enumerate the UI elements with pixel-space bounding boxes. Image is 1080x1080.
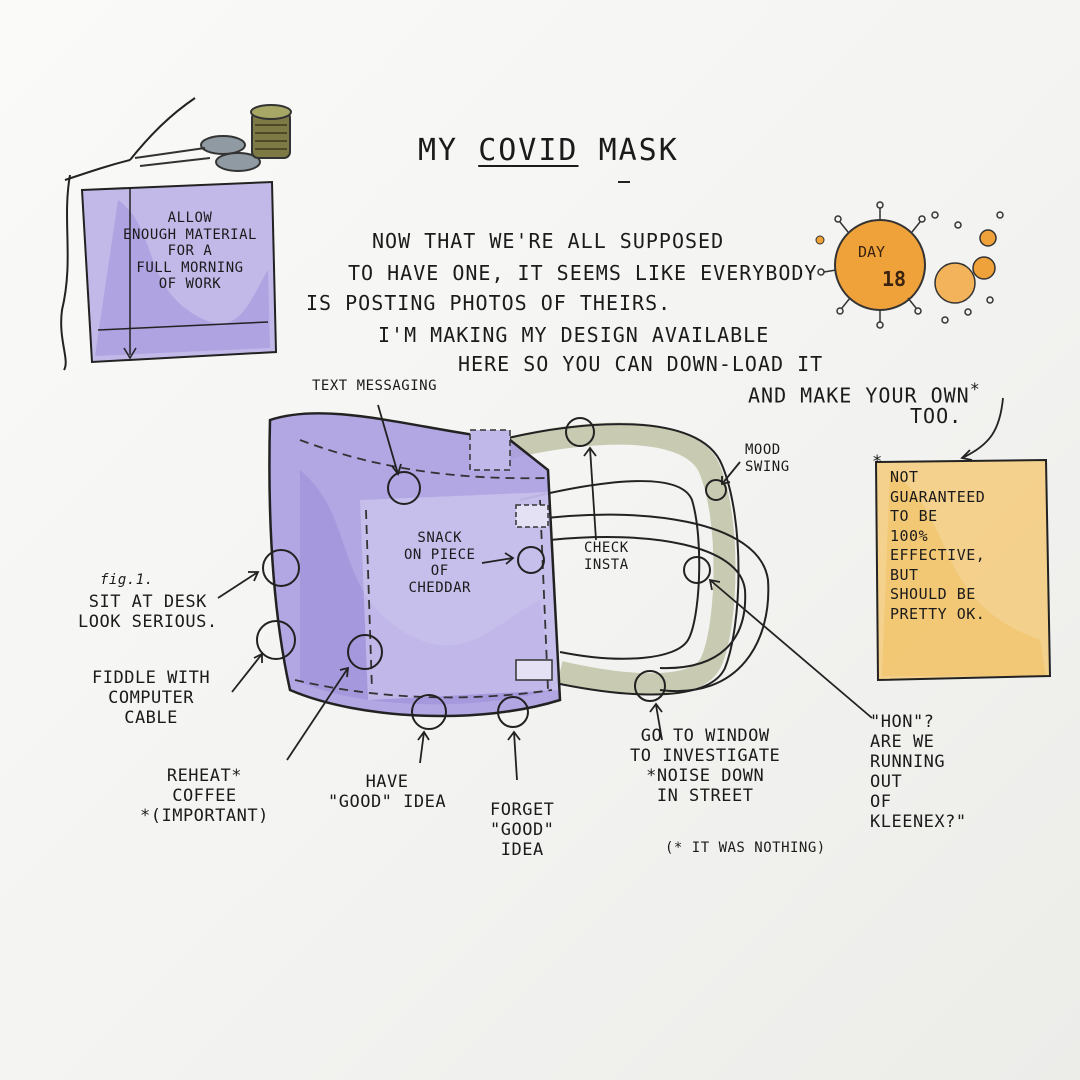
activity-circles (256, 417, 727, 730)
day-badge-number: 18 (882, 267, 907, 291)
pointer-arrows (217, 397, 1004, 781)
mask-strap-drawing (497, 422, 770, 696)
disclaimer-note-background (874, 458, 1052, 682)
disclaimer-text: NOT GUARANTEED TO BE 100% EFFECTIVE, BUT… (890, 468, 986, 623)
label-have-idea: HAVE "GOOD" IDEA (328, 772, 447, 813)
fabric-swatch-drawing (60, 159, 278, 371)
label-reheat-coffee: REHEAT* COFFEE *(IMPORTANT) (140, 766, 269, 827)
intro-line-1: NOW THAT WE'RE ALL SUPPOSED (372, 229, 725, 253)
title-word-covid: COVID (478, 133, 579, 168)
intro-line-3: IS POSTING PHOTOS OF THEIRS. (306, 291, 672, 315)
label-kleenex: "HON"? ARE WE RUNNING OUT OF KLEENEX?" (870, 712, 967, 833)
label-window: GO TO WINDOW TO INVESTIGATE *NOISE DOWN … (630, 726, 781, 807)
intro-line-4: I'M MAKING MY DESIGN AVAILABLE (378, 323, 770, 347)
day-badge-label: DAY (858, 243, 886, 261)
title-word-mask: MASK (598, 133, 679, 168)
disclaimer-star: * (872, 452, 883, 472)
label-forget-idea: FORGET "GOOD" IDEA (490, 800, 555, 861)
label-snack: SNACK ON PIECE OF CHEDDAR (404, 530, 476, 596)
intro-line-6: AND MAKE YOUR OWN* (748, 380, 981, 408)
covid-virus-badge (815, 201, 1004, 329)
label-check-insta: CHECK INSTA (584, 540, 629, 573)
mask-body-drawing (268, 412, 562, 718)
intro-line-6-star: * (969, 380, 981, 399)
intro-line-7: TOO. (910, 404, 963, 428)
label-window-aside: (* IT WAS NOTHING) (665, 840, 826, 856)
label-fiddle-cable: FIDDLE WITH COMPUTER CABLE (92, 668, 211, 729)
intro-line-5: HERE SO YOU CAN DOWN-LOAD IT (458, 352, 824, 376)
title-word-my: MY (418, 133, 459, 168)
label-text-messaging: TEXT MESSAGING (312, 378, 438, 394)
label-mood-swing: MOOD SWING (745, 442, 790, 475)
figure-label: fig.1. (100, 572, 154, 588)
label-sit-at-desk: SIT AT DESK LOOK SERIOUS. (78, 592, 218, 633)
sewing-tools-icon (129, 97, 292, 172)
intro-line-2: TO HAVE ONE, IT SEEMS LIKE EVERYBODY (348, 261, 818, 285)
fabric-note: ALLOW ENOUGH MATERIAL FOR A FULL MORNING… (123, 210, 257, 293)
intro-line-6-text: AND MAKE YOUR OWN (748, 383, 970, 408)
page-title: MY COVID MASK (418, 133, 679, 168)
